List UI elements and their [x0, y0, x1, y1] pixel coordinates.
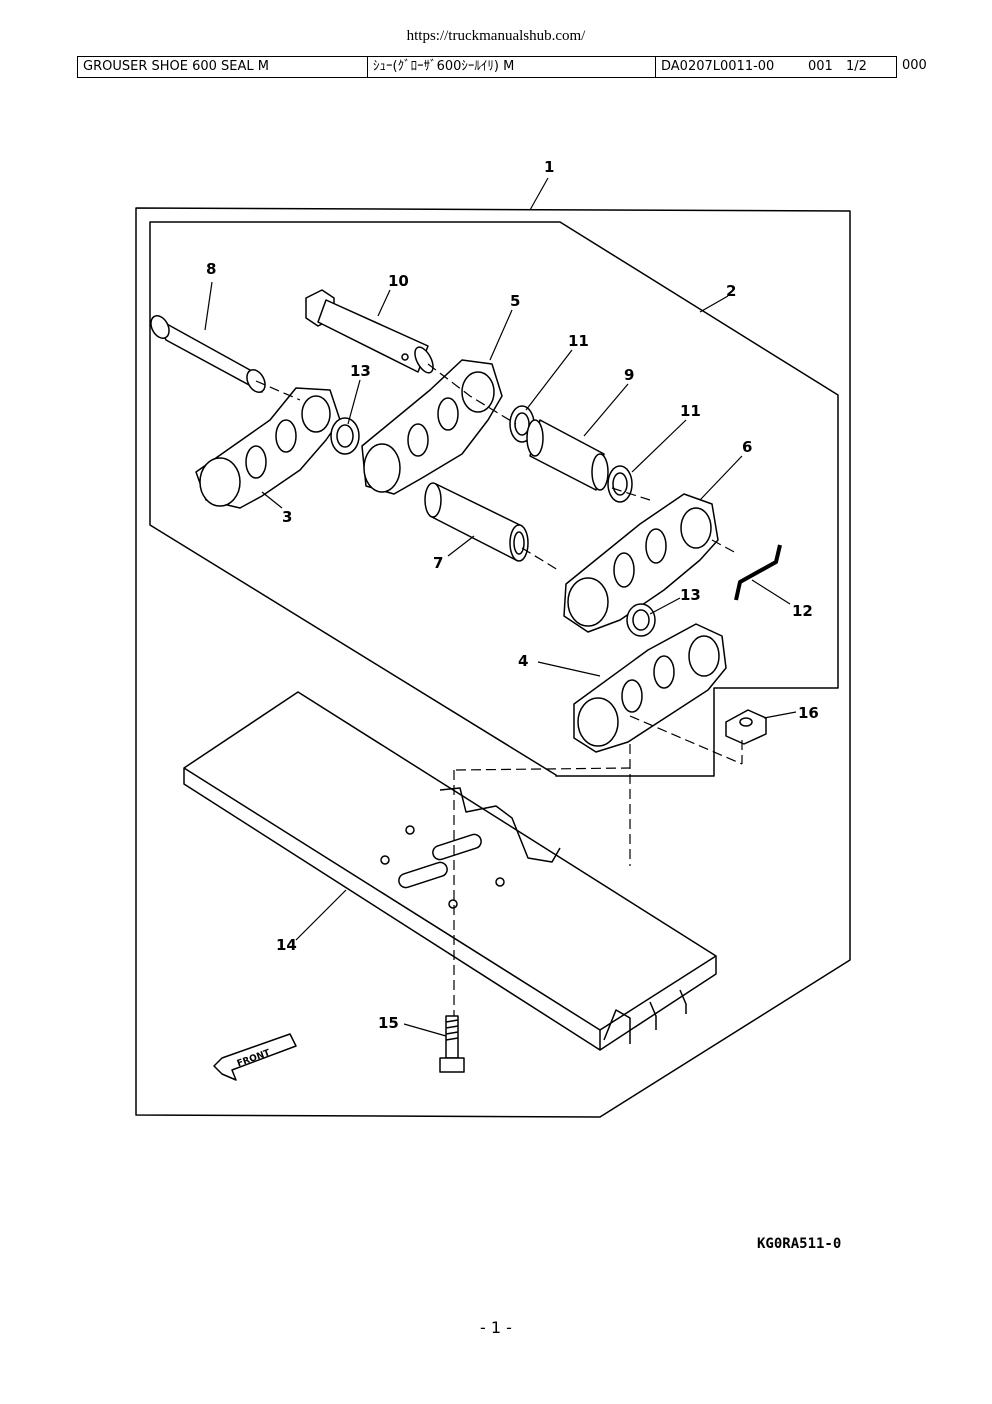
front-arrow-outline [213, 1033, 297, 1081]
callout-10: 10 [388, 272, 409, 290]
seal-13-lower-drawing [626, 603, 656, 637]
sheet-fraction: 1/2 [846, 59, 867, 74]
link-3-drawing [195, 387, 341, 509]
callout-4: 4 [518, 652, 528, 670]
seal-13-upper-drawing [330, 417, 360, 455]
callout-15: 15 [378, 1014, 399, 1032]
dash-line-link4-nut [629, 715, 743, 765]
callout-16: 16 [798, 704, 819, 722]
callout-11-lower: 11 [680, 402, 701, 420]
callout-13-upper: 13 [350, 362, 371, 380]
link-5-drawing [361, 359, 503, 495]
part-name-jp: ｼｭｰ(ｸﾞﾛｰｻﾞ600ｼｰﾙｲﾘ) M [368, 56, 656, 78]
callout-8: 8 [206, 260, 216, 278]
dash-line-link6 [711, 539, 739, 555]
callout-7: 7 [433, 554, 443, 572]
link-assembly-outline [149, 221, 839, 777]
callout-11-upper: 11 [568, 332, 589, 350]
dash-line-bushing8 [255, 380, 301, 401]
part-code: DA0207L0011-00 [661, 59, 775, 74]
link-4-drawing [573, 623, 727, 753]
bushing-8-drawing [150, 315, 266, 393]
revision-number: 000 [902, 58, 927, 73]
bolt-15-drawing [439, 1015, 465, 1073]
page-number: - 1 - [480, 1318, 512, 1337]
callout-13-lower: 13 [680, 586, 701, 604]
link-6-drawing [563, 493, 719, 633]
callout-3: 3 [282, 508, 292, 526]
pin-12-drawing [734, 544, 782, 601]
callout-1: 1 [544, 158, 554, 176]
figure-code: KG0RA511-0 [757, 1236, 842, 1252]
assembly-outline-frame [135, 207, 851, 1118]
sequence-number: 001 [808, 59, 833, 74]
dash-line-pin10 [427, 363, 517, 425]
callout-14: 14 [276, 936, 297, 954]
pin-10-drawing [305, 289, 434, 374]
part-name-en: GROUSER SHOE 600 SEAL M [77, 56, 368, 78]
seal-11-right-drawing [607, 465, 633, 503]
callout-9: 9 [624, 366, 634, 384]
dash-line-plate [455, 767, 631, 771]
dash-line-bushing7 [521, 547, 559, 571]
part-code-cell: DA0207L0011-00 001 1/2 [656, 56, 897, 78]
callout-12: 12 [792, 602, 813, 620]
nut-16-drawing [725, 709, 767, 745]
callout-2: 2 [726, 282, 736, 300]
shoe-plate-14-drawing [183, 691, 717, 1051]
bushing-7-drawing [424, 482, 529, 562]
source-url[interactable]: https://truckmanualshub.com/ [406, 28, 586, 44]
dash-line-bushing9 [611, 487, 651, 501]
callout-5: 5 [510, 292, 520, 310]
callout-6: 6 [742, 438, 752, 456]
bushing-9-drawing [526, 419, 609, 491]
